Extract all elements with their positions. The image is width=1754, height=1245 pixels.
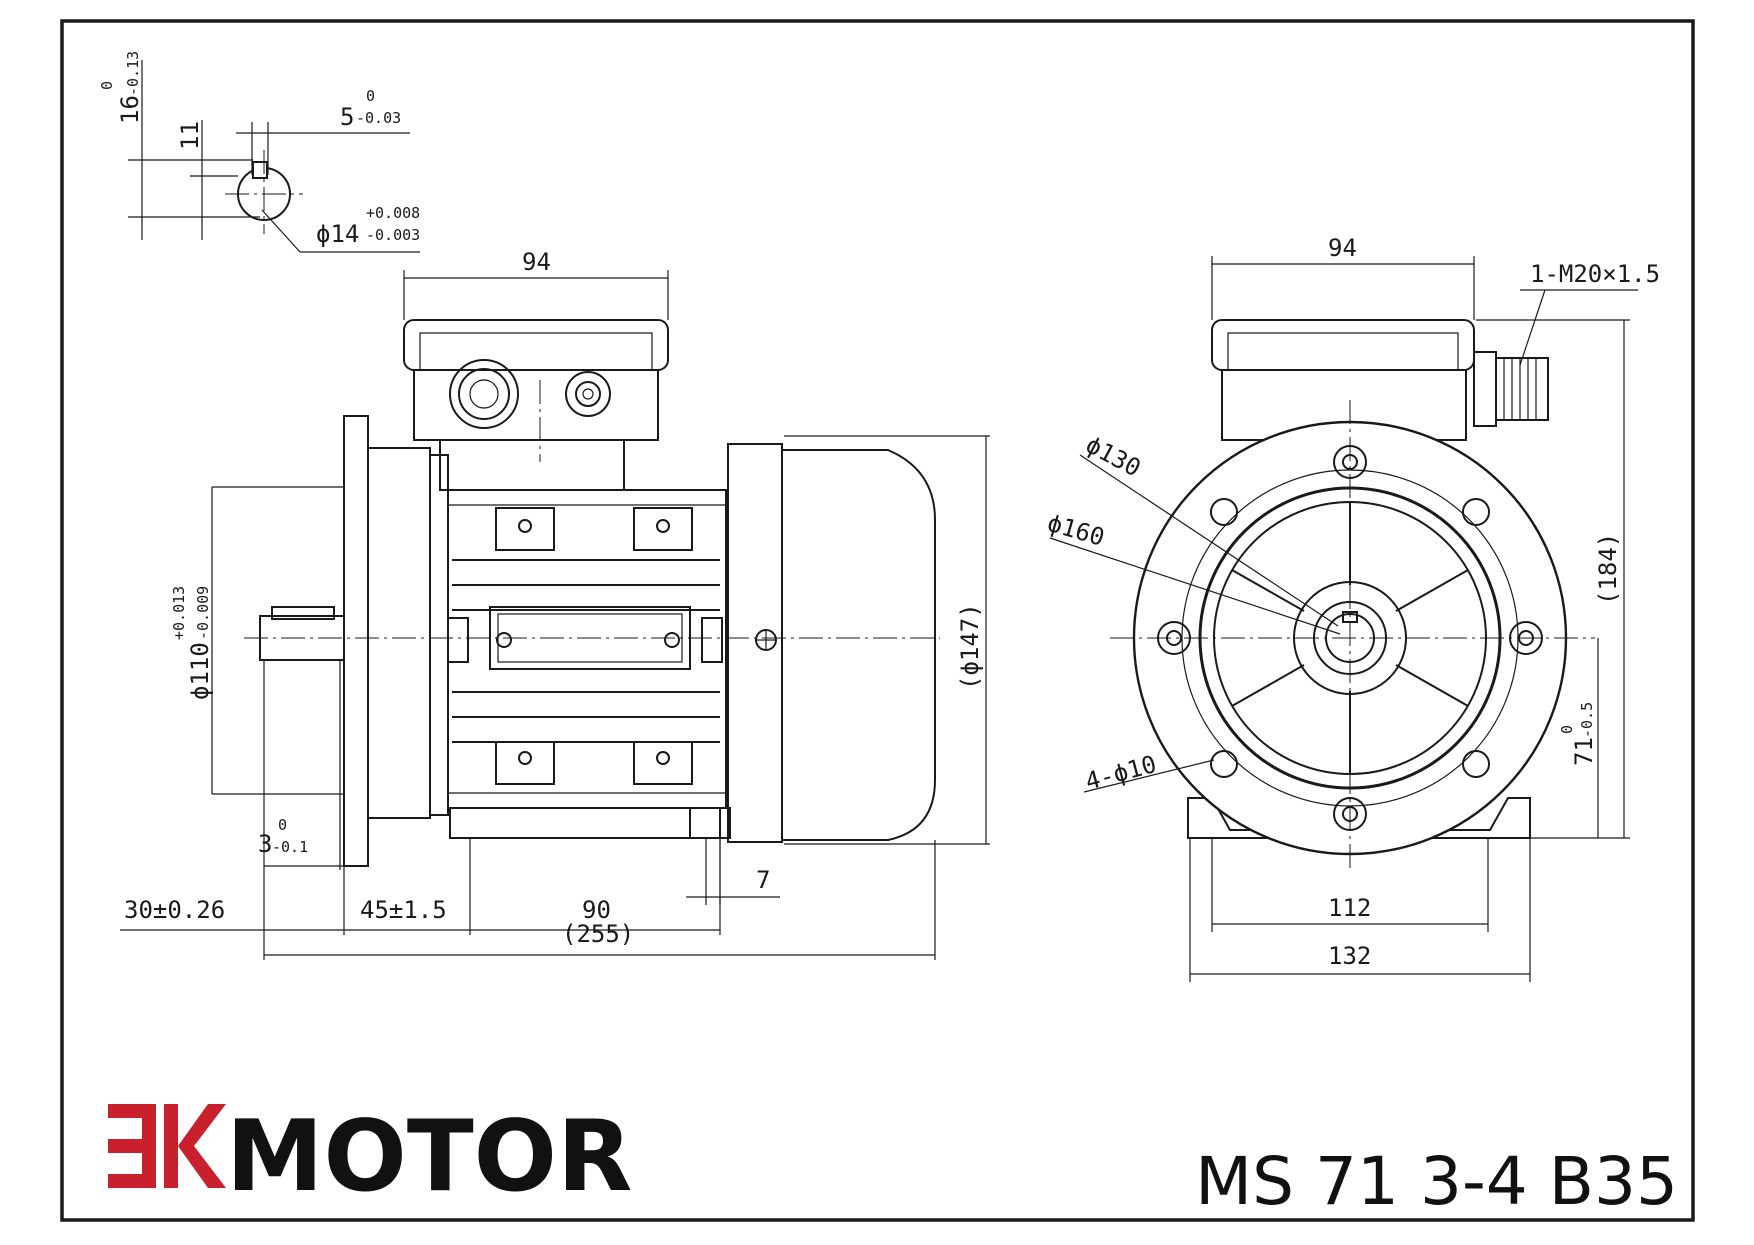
side-foot-hole-spacing: 90 [582,896,611,924]
side-total-length: (255) [562,920,634,948]
ek-motor-logo: MOTOR [108,1100,632,1214]
front-terminal-box-width: 94 [1328,234,1357,262]
side-spigot-tol-low: -0.009 [194,586,212,640]
ek-logo-mark [108,1104,226,1188]
drawing-border [60,19,1695,1222]
front-pcd-inner: ϕ130 [1081,431,1145,483]
front-pcd-outer: ϕ160 [1044,509,1107,552]
model-code: MS 71 3-4 B35 [1195,1143,1678,1220]
shaft-diameter-tol-high: +0.008 [366,204,420,222]
front-shaft-height-tol-low: -0.5 [1578,702,1596,738]
shaft-key-height: 16 [116,95,144,124]
brand-name: MOTOR [226,1100,632,1214]
side-spigot-diameter: ϕ110 [186,642,214,700]
front-flange-holes: 4-ϕ10 [1082,750,1159,796]
shaft-key-width-tol-high: 0 [366,87,375,105]
shaft-diameter-tol-low: -0.003 [366,226,420,244]
cooling-fins [452,559,720,743]
front-shaft-height: 71 [1570,737,1598,766]
shaft-key-depth: 11 [176,121,204,150]
side-spigot-tol-high: +0.013 [170,586,188,640]
side-foot-detail: 7 [756,866,770,894]
side-view-motor [244,319,940,867]
shaft-diameter: ϕ14 [316,220,359,248]
side-flange-thickness-tol-high: 0 [278,816,287,834]
front-foot-width: 132 [1328,942,1371,970]
side-view-dimensions [120,270,990,960]
side-body-diameter: (ϕ147) [956,603,984,690]
shaft-key-width-tol-low: -0.03 [356,109,401,127]
side-flange-to-foot-hole: 45±1.5 [360,896,447,924]
front-view-dimensions [1049,256,1638,982]
shaft-key-height-tol-low: -0.13 [124,51,142,96]
side-terminal-box-width: 94 [522,248,551,276]
shaft-key-height-tol-high: 0 [98,81,116,90]
front-shaft-height-tol-high: 0 [1558,725,1576,734]
side-shaft-length: 30±0.26 [124,896,225,924]
shaft-section-view [128,60,420,253]
front-foot-hole-width: 112 [1328,894,1371,922]
fan-spokes [1231,502,1469,774]
shaft-key-width: 5 [340,103,354,131]
side-flange-thickness-tol-low: -0.1 [272,838,308,856]
side-flange-thickness: 3 [258,830,272,858]
front-cable-gland: 1-M20×1.5 [1530,260,1660,288]
front-overall-height: (184) [1594,533,1622,605]
front-view-motor [1110,319,1595,870]
